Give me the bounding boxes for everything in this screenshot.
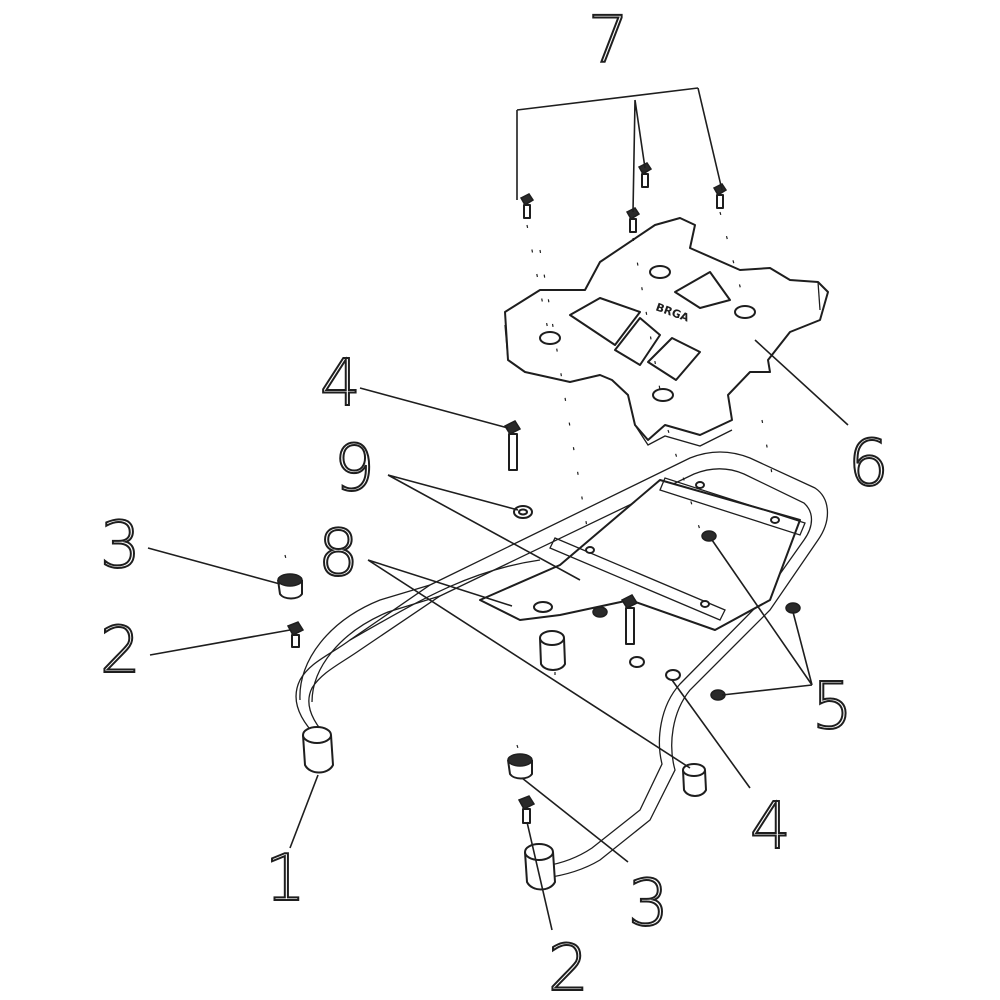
callout-1: 1 bbox=[265, 842, 306, 916]
cap-3-left bbox=[277, 573, 303, 600]
mount-boss-rear-right bbox=[682, 763, 707, 797]
bolt-4-upper bbox=[503, 420, 522, 471]
callout-4-lower: 4 bbox=[750, 790, 791, 864]
bolt-2-left bbox=[286, 621, 305, 648]
callout-3-left: 3 bbox=[100, 509, 141, 583]
callout-2-right: 2 bbox=[548, 932, 589, 1000]
callout-6: 6 bbox=[848, 427, 889, 501]
callout-3-right: 3 bbox=[628, 867, 669, 941]
top-plate-bolts bbox=[519, 162, 728, 233]
bolt-7a bbox=[519, 193, 535, 219]
leader-lines bbox=[147, 87, 849, 931]
callout-5: 5 bbox=[812, 670, 853, 744]
bolt-4-lower bbox=[620, 594, 639, 645]
nuts-5 bbox=[592, 530, 801, 701]
mount-boss-front-left bbox=[302, 726, 334, 774]
bolt-2-right bbox=[517, 795, 536, 824]
top-carrier-plate: BRGA bbox=[504, 217, 829, 447]
bolt-7d bbox=[712, 183, 728, 209]
spacer-bushing bbox=[539, 630, 566, 671]
callout-2-left: 2 bbox=[100, 614, 141, 688]
callout-9: 9 bbox=[334, 432, 375, 506]
rack-frame bbox=[295, 451, 829, 891]
callout-8: 8 bbox=[318, 517, 359, 591]
callout-7: 7 bbox=[588, 4, 629, 78]
callout-4-upper: 4 bbox=[320, 347, 361, 421]
base-plate bbox=[479, 477, 806, 631]
washer-9 bbox=[513, 505, 533, 519]
assembly-axes bbox=[284, 211, 776, 756]
cap-3-right bbox=[507, 753, 533, 780]
mount-boss-front-right bbox=[524, 843, 556, 891]
callout-labels: 7 4 9 6 3 8 2 5 4 1 3 2 bbox=[99, 3, 890, 1000]
